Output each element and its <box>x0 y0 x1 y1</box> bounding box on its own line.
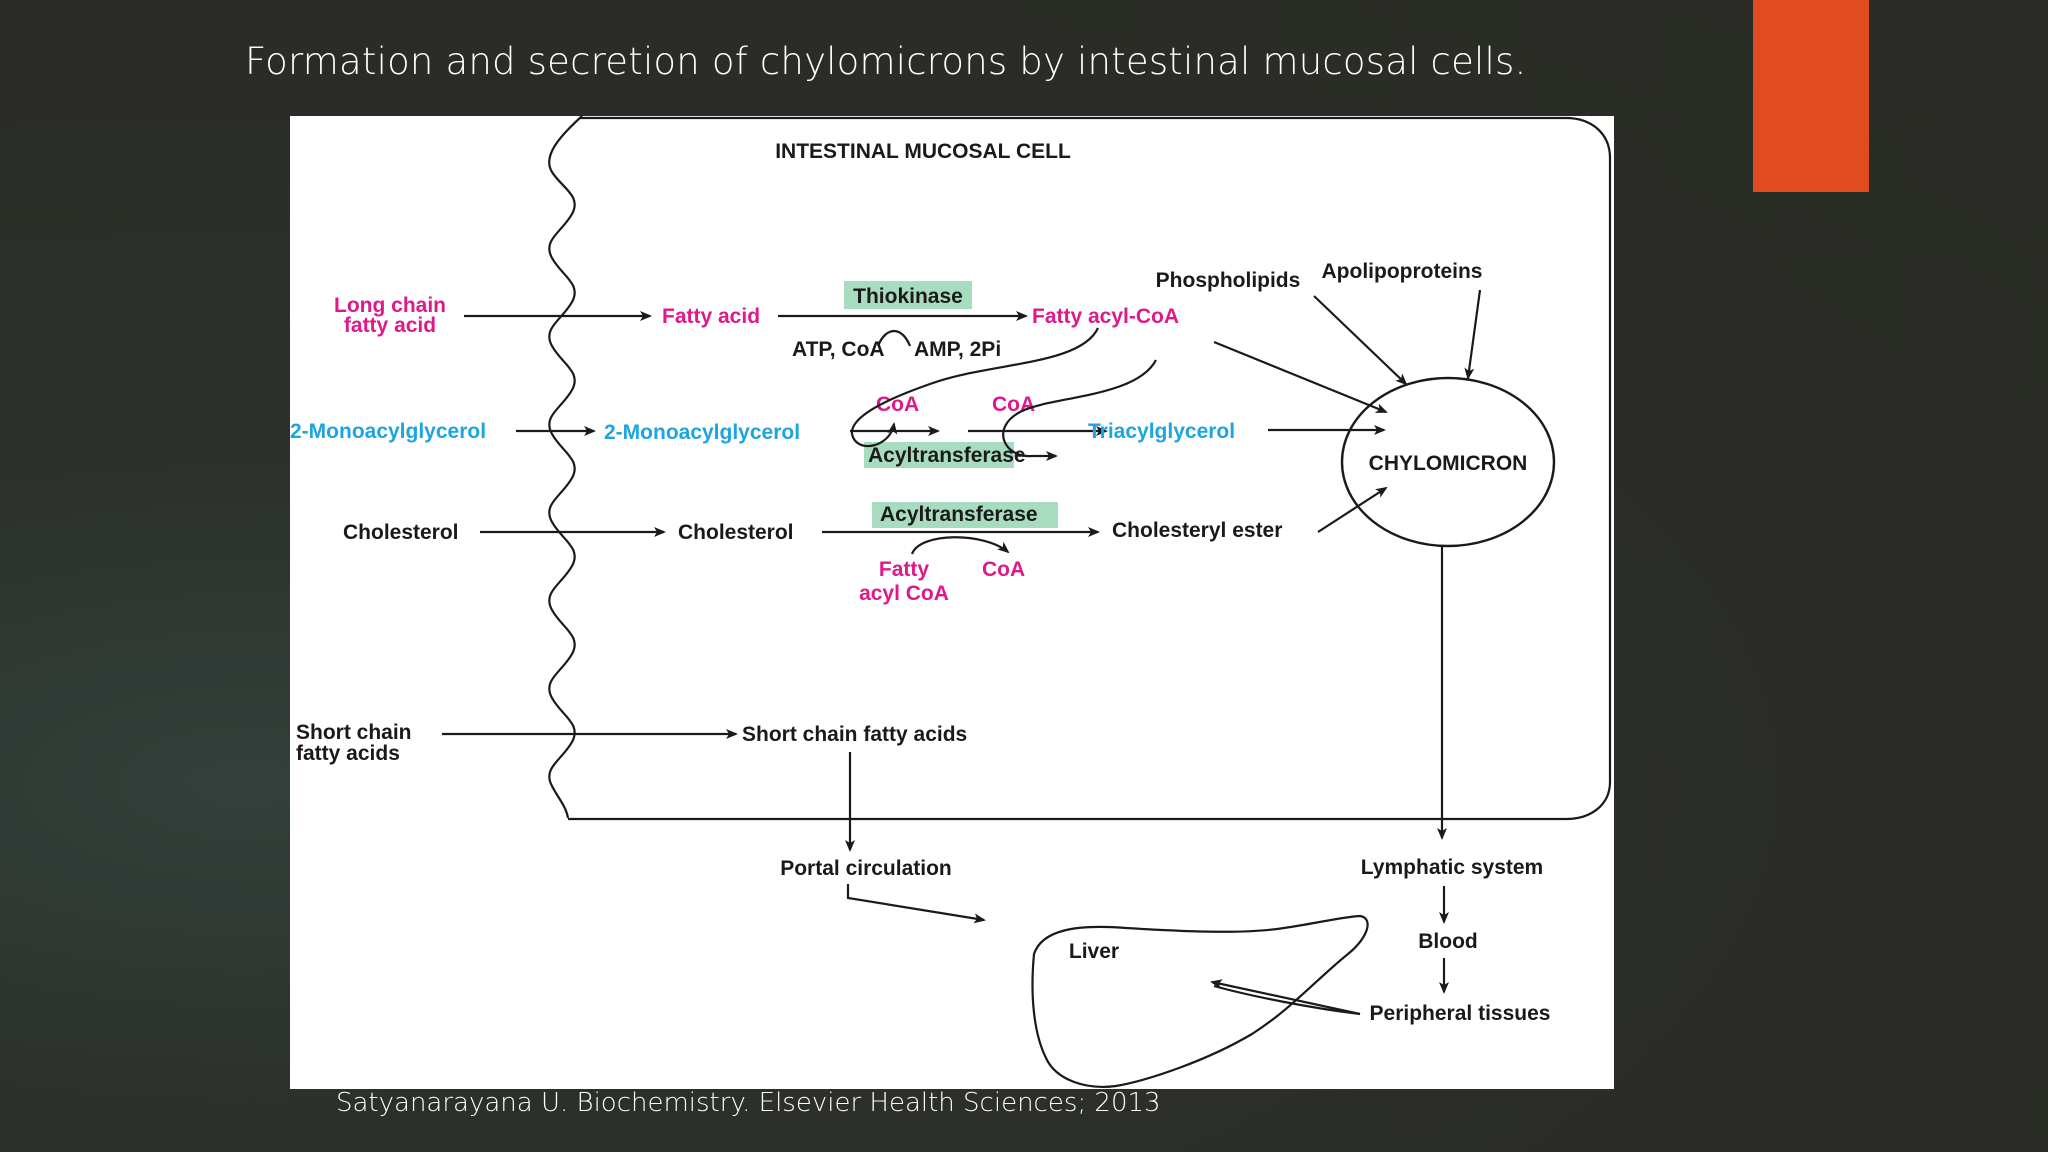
arrow-peripheral-liver <box>1213 984 1361 1016</box>
slide-title: Formation and secretion of chylomicrons … <box>245 40 1527 83</box>
input-short-chain-2: fatty acids <box>296 742 400 765</box>
cofactor-coa-2: CoA <box>992 393 1035 416</box>
label-peripheral-tissues: Peripheral tissues <box>1370 1002 1551 1025</box>
enzyme-acyltransferase-2: Acyltransferase <box>880 503 1038 526</box>
label-apolipoproteins: Apolipoproteins <box>1322 260 1483 283</box>
arrow-peripheral-liver-head <box>1210 979 1361 1016</box>
thiokinase-highlight <box>844 281 972 309</box>
cofactor-fatty-acyl-coa-2: acyl CoA <box>859 582 949 605</box>
label-phospholipids: Phospholipids <box>1156 269 1301 292</box>
cofactor-coa-1: CoA <box>876 393 919 416</box>
enzyme-acyltransferase-1: Acyltransferase <box>868 444 1026 467</box>
label-liver: Liver <box>1069 940 1119 963</box>
chylomicron-circle <box>1340 376 1556 548</box>
arrow-acylcoa-to-chylo <box>1213 340 1388 414</box>
chylomicron-label: CHYLOMICRON <box>1369 452 1528 475</box>
cell-mag: 2-Monoacylglycerol <box>604 421 800 444</box>
curve-acylcoa-feed-1 <box>850 327 1099 448</box>
cofactor-fatty-acyl-coa-1: Fatty <box>879 558 929 581</box>
cell-fatty-acid: Fatty acid <box>662 305 760 328</box>
diagram-figure: INTESTINAL MUCOSAL CELL Long chain fatty… <box>290 116 1614 1089</box>
input-cholesterol: Cholesterol <box>343 521 459 544</box>
cell-short-chain-fa: Short chain fatty acids <box>742 723 967 746</box>
curve-atp-amp <box>876 329 912 347</box>
label-blood: Blood <box>1418 930 1477 953</box>
arrow-apolipoproteins <box>1464 289 1482 380</box>
arrow-phospholipids <box>1313 295 1408 386</box>
cofactor-amp-2pi: AMP, 2Pi <box>914 338 1001 361</box>
arrow-portal-liver <box>846 884 986 924</box>
cell-cholesterol: Cholesterol <box>678 521 794 544</box>
citation: Satyanarayana U. Biochemistry. Elsevier … <box>336 1088 1161 1118</box>
label-portal-circulation: Portal circulation <box>780 857 952 880</box>
cofactor-coa-3: CoA <box>982 558 1025 581</box>
curve-fatty-acyl-coa <box>910 536 1010 555</box>
arrow-ester-to-chylo <box>1317 486 1388 533</box>
cell-outline <box>568 116 1612 821</box>
acyltransferase-highlight-1 <box>864 442 1014 468</box>
cell-triacylglycerol: Triacylglycerol <box>1088 420 1235 443</box>
input-short-chain-1: Short chain <box>296 721 412 744</box>
cofactor-atp-coa: ATP, CoA <box>792 338 885 361</box>
curve-acylcoa-feed-2 <box>1002 359 1157 461</box>
label-lymphatic-system: Lymphatic system <box>1361 856 1543 879</box>
diagram-canvas: INTESTINAL MUCOSAL CELL Long chain fatty… <box>290 116 1612 1088</box>
cell-fatty-acyl-coa: Fatty acyl-CoA <box>1032 305 1179 328</box>
liver-outline <box>1031 914 1369 1088</box>
brush-border-membrane <box>548 116 583 819</box>
cell-cholesteryl-ester: Cholesteryl ester <box>1112 519 1282 542</box>
acyltransferase-highlight-2 <box>872 502 1058 528</box>
enzyme-thiokinase: Thiokinase <box>853 285 963 308</box>
accent-bar <box>1753 0 1869 192</box>
input-mag: 2-Monoacylglycerol <box>290 420 486 443</box>
input-long-chain-label-1: Long chain <box>334 294 446 317</box>
cell-header: INTESTINAL MUCOSAL CELL <box>775 140 1071 163</box>
input-long-chain-label-2: fatty acid <box>344 314 436 337</box>
